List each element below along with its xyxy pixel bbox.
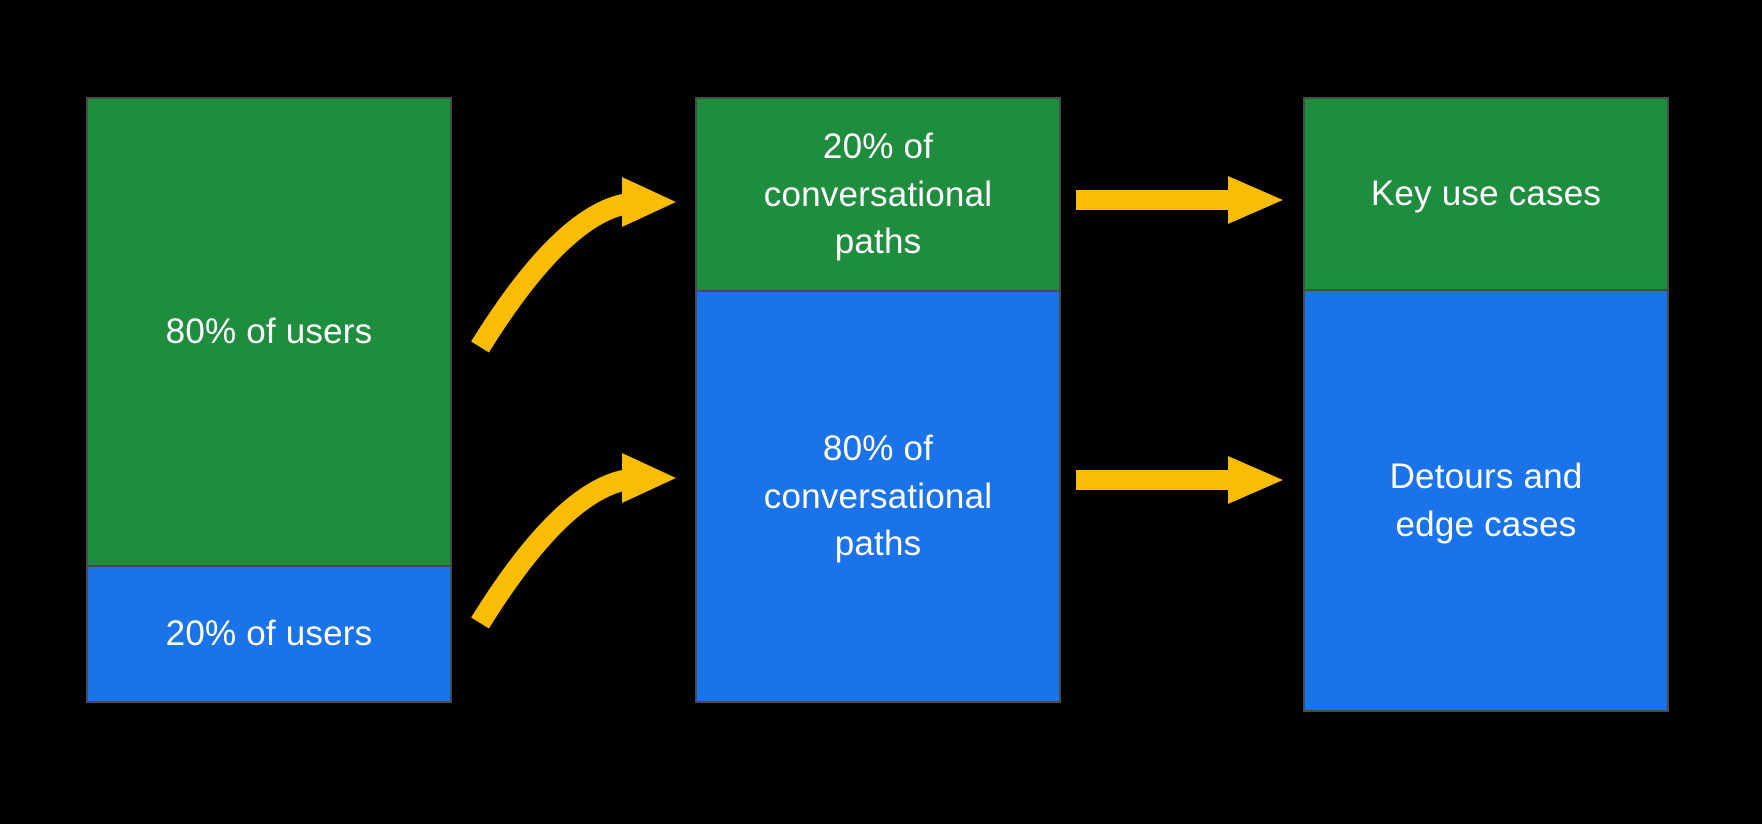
paths-20-segment: 20% of conversational paths	[695, 97, 1061, 292]
curved-arrow-users20-to-paths80	[471, 453, 676, 629]
arrow-shaft	[471, 468, 634, 629]
arrow-shaft	[471, 192, 634, 353]
curved-arrow-users80-to-paths20	[471, 177, 676, 353]
detours-edge-cases-segment: Detours and edge cases	[1303, 289, 1669, 712]
paths-80-segment: 80% of conversational paths	[695, 290, 1061, 703]
arrow-shaft	[1076, 190, 1231, 210]
paths-80-label: 80% of conversational paths	[763, 428, 993, 564]
paths-20-label: 20% of conversational paths	[763, 126, 993, 262]
arrow-head-icon	[622, 177, 676, 227]
users-20-label: 20% of users	[165, 614, 373, 654]
arrow-head-icon	[622, 453, 676, 503]
users-80-segment: 80% of users	[86, 97, 452, 567]
users-20-segment: 20% of users	[86, 565, 452, 703]
detours-edge-cases-label: Detours and edge cases	[1389, 456, 1583, 544]
straight-arrow-paths20-to-keyusecases	[1076, 176, 1283, 224]
arrow-head-icon	[1228, 456, 1283, 504]
key-use-cases-segment: Key use cases	[1303, 97, 1669, 291]
arrow-shaft	[1076, 470, 1231, 490]
straight-arrow-paths80-to-detours	[1076, 456, 1283, 504]
users-80-label: 80% of users	[165, 312, 373, 352]
key-use-cases-label: Key use cases	[1370, 174, 1602, 214]
arrow-head-icon	[1228, 176, 1283, 224]
